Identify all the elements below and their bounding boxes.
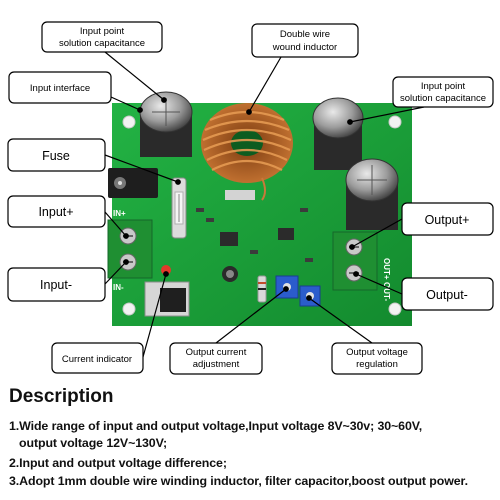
- svg-text:solution capacitance: solution capacitance: [400, 93, 486, 104]
- current-indicator-led: [161, 265, 171, 275]
- svg-text:Output voltage: Output voltage: [346, 347, 408, 358]
- svg-text:regulation: regulation: [356, 359, 398, 370]
- power-transistor: [144, 281, 190, 317]
- callout-input-capacitor-left: Input point solution capacitance: [41, 21, 163, 53]
- input-capacitor-right: [312, 97, 399, 230]
- product-diagram: IN+ IN- OUT+ OUT-: [7, 21, 494, 375]
- svg-text:Input point: Input point: [80, 26, 125, 37]
- svg-text:Output-: Output-: [426, 288, 468, 302]
- svg-text:Input+: Input+: [38, 205, 73, 219]
- callout-input-interface: Input interface: [8, 71, 112, 104]
- description-line-2: output voltage 12V~130V;: [9, 436, 168, 450]
- callout-output-current-adjustment: Output current adjustment: [169, 342, 263, 375]
- board-label-out: OUT+: [382, 258, 391, 280]
- leader-lines: [104, 51, 425, 358]
- svg-text:Fuse: Fuse: [42, 149, 70, 163]
- callout-fuse: Fuse: [7, 138, 106, 172]
- svg-text:solution capacitance: solution capacitance: [59, 38, 145, 49]
- description-line-4: 3.Adopt 1mm double wire winding inductor…: [9, 474, 468, 488]
- callout-output-voltage-regulation: Output voltage regulation: [331, 342, 423, 375]
- description-line-1: 1.Wide range of input and output voltage…: [9, 419, 423, 433]
- board-label-in-minus: IN-: [113, 283, 124, 292]
- callout-current-indicator: Current indicator: [51, 342, 144, 374]
- svg-text:Output current: Output current: [186, 347, 247, 358]
- svg-text:Output+: Output+: [425, 213, 470, 227]
- callout-input-plus: Input+: [7, 195, 106, 228]
- svg-text:Current indicator: Current indicator: [62, 354, 132, 365]
- svg-text:Input-: Input-: [40, 278, 72, 292]
- input-capacitor-left: [139, 91, 193, 157]
- input-interface-jack: [108, 168, 158, 198]
- double-wire-inductor: [201, 103, 293, 201]
- callout-input-minus: Input-: [7, 267, 106, 302]
- board-label-in-plus: IN+: [113, 209, 126, 218]
- small-components: [196, 190, 313, 303]
- description-line-3: 2.Input and output voltage difference;: [9, 456, 227, 470]
- callout-double-wire-inductor: Double wire wound inductor: [251, 23, 359, 58]
- board-label-out-minus: OUT-: [382, 282, 391, 301]
- svg-text:Input interface: Input interface: [30, 83, 90, 94]
- description-title: Description: [9, 386, 114, 407]
- callout-input-capacitor-right: Input point solution capacitance: [392, 76, 494, 108]
- svg-text:Input point: Input point: [421, 81, 466, 92]
- input-terminal-block: IN+ IN-: [107, 209, 153, 292]
- svg-text:Double wire: Double wire: [280, 29, 330, 40]
- fuse-component: [171, 177, 187, 239]
- svg-text:wound inductor: wound inductor: [272, 42, 337, 53]
- callout-output-minus: Output-: [401, 277, 494, 311]
- svg-text:adjustment: adjustment: [193, 359, 240, 370]
- callout-output-plus: Output+: [401, 202, 494, 236]
